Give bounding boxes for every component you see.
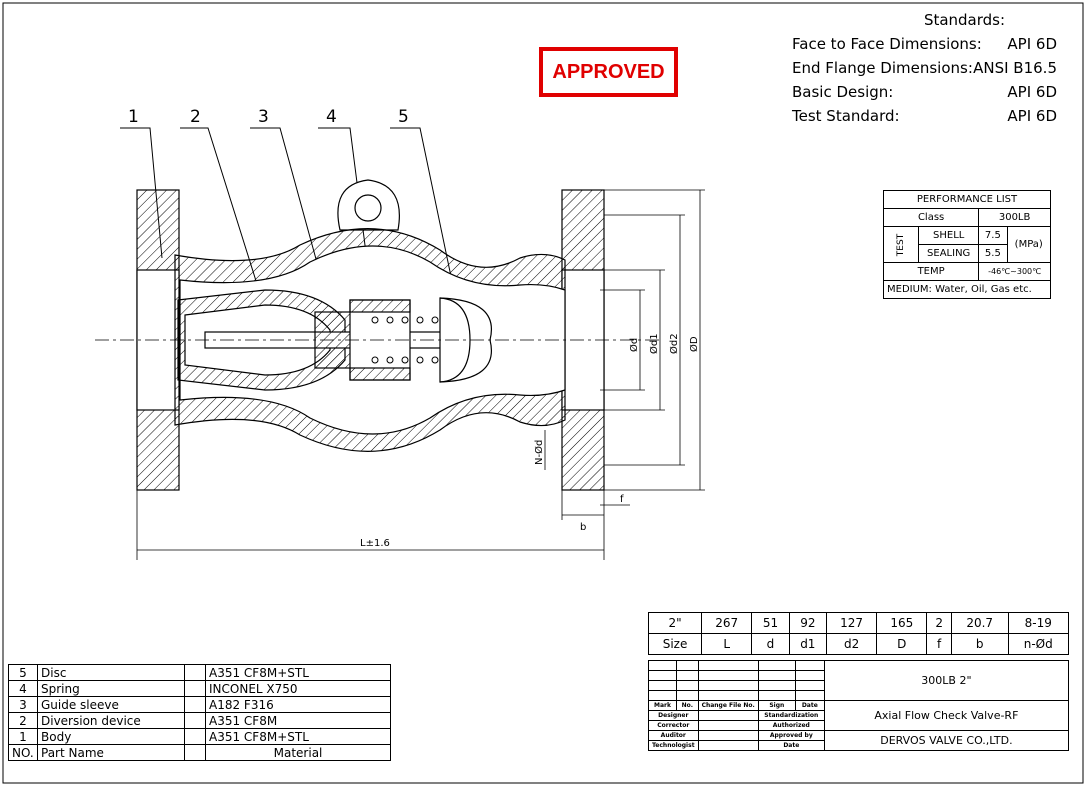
- dimension-labels: Ød Ød1 Ød2 ØD N-Ød f b L±1.6: [360, 333, 700, 549]
- dim-label-L: L±1.6: [360, 538, 390, 549]
- dimension-lines: [136, 189, 705, 560]
- standard-label: Face to Face Dimensions:: [792, 35, 982, 53]
- standard-row: Test Standard: API 6D: [792, 104, 1057, 128]
- class-label: Class: [882, 208, 980, 227]
- standard-row: End Flange Dimensions:ANSI B16.5: [792, 56, 1057, 80]
- dim-label-f: f: [620, 494, 624, 505]
- dim-label-D: ØD: [688, 336, 700, 352]
- dim-label-d2: Ød2: [668, 333, 680, 354]
- standard-row: Face to Face Dimensions: API 6D: [792, 32, 1057, 56]
- dim-label-d1: Ød1: [648, 333, 660, 354]
- standard-value: API 6D: [1007, 35, 1057, 53]
- product-name: Axial Flow Check Valve-RF: [823, 700, 1070, 731]
- callout-3: 3: [258, 107, 269, 127]
- shell-value: 7.5: [978, 226, 1008, 245]
- temp-value: -46℃~300℃: [978, 262, 1051, 281]
- dim-label-d: Ød: [628, 338, 640, 352]
- company-name: DERVOS VALVE CO.,LTD.: [823, 730, 1070, 751]
- callout-5: 5: [398, 107, 409, 127]
- class-value: 300LB: [978, 208, 1051, 227]
- callout-4: 4: [326, 107, 337, 127]
- pressure-unit: (MPa): [1006, 226, 1051, 263]
- test-label: TEST: [882, 226, 920, 263]
- callout-2: 2: [190, 107, 201, 127]
- callout-1: 1: [128, 107, 139, 127]
- standard-row: Basic Design: API 6D: [792, 80, 1057, 104]
- standard-value: ANSI B16.5: [973, 59, 1057, 77]
- dim-label-b: b: [580, 522, 586, 533]
- standard-label: End Flange Dimensions:: [792, 59, 973, 77]
- standards-block: Standards: Face to Face Dimensions: API 6…: [792, 8, 1057, 128]
- standards-title: Standards:: [923, 11, 1006, 29]
- standard-label: Test Standard:: [792, 107, 900, 125]
- shell-label: SHELL: [918, 226, 980, 245]
- spring-coils: [371, 316, 439, 364]
- temp-label: TEMP: [882, 262, 980, 281]
- callout-numbers: 1 2 3 4 5: [128, 107, 409, 127]
- sealing-value: 5.5: [978, 244, 1008, 263]
- medium-note: MEDIUM: Water, Oil, Gas etc.: [883, 280, 1051, 299]
- dim-label-nd: N-Ød: [533, 440, 545, 465]
- spec-text: 300LB 2": [823, 660, 1070, 701]
- approved-stamp: APPROVED: [539, 47, 678, 97]
- sealing-label: SEALING: [918, 244, 980, 263]
- standard-value: API 6D: [1007, 83, 1057, 101]
- standard-value: API 6D: [1007, 107, 1057, 125]
- standard-label: Basic Design:: [792, 83, 894, 101]
- performance-title: PERFORMANCE LIST: [883, 190, 1051, 209]
